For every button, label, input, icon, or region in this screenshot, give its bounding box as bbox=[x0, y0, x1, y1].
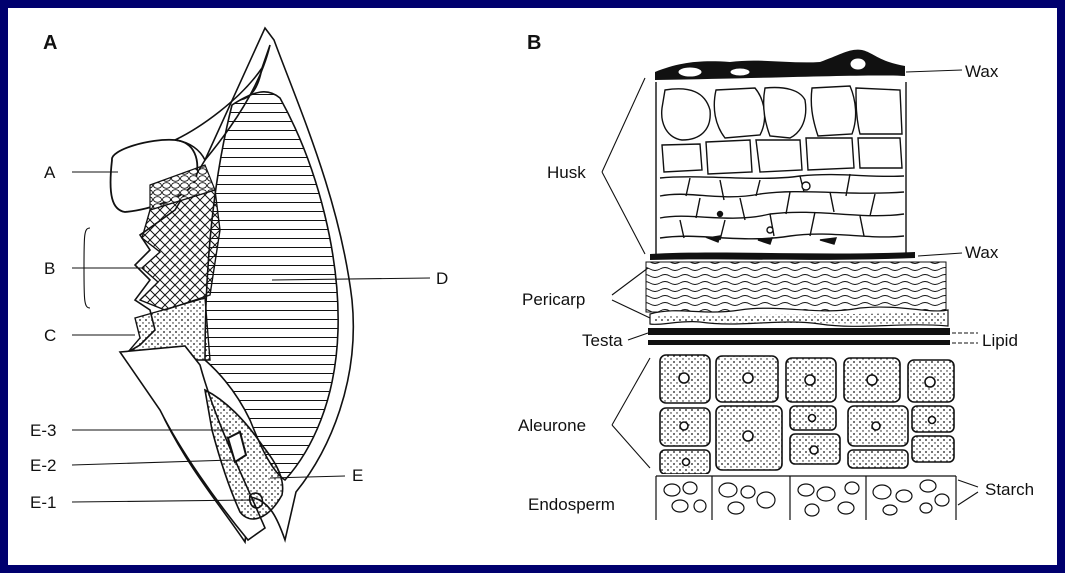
endosperm-layer bbox=[656, 474, 956, 522]
label-husk: Husk bbox=[547, 163, 586, 182]
label-aleurone: Aleurone bbox=[518, 416, 586, 435]
panel-a: A A B C D E E-3 bbox=[30, 28, 448, 542]
aleurone-layer bbox=[660, 355, 954, 474]
wax-globule bbox=[730, 68, 750, 76]
leader-testa bbox=[628, 333, 648, 340]
husk-layer bbox=[656, 82, 906, 257]
label-wax-mid: Wax bbox=[965, 243, 999, 262]
label-lipid: Lipid bbox=[982, 331, 1018, 350]
wax-globule bbox=[850, 58, 866, 70]
panel-b: B bbox=[518, 32, 1034, 522]
leader-aleurone bbox=[612, 358, 650, 468]
wax-mid-layer bbox=[650, 252, 915, 260]
leader-wax-top bbox=[906, 70, 962, 72]
label-b: B bbox=[44, 259, 55, 278]
testa-layer bbox=[648, 328, 950, 335]
panel-b-title: B bbox=[527, 32, 541, 54]
pericarp-layer bbox=[646, 262, 946, 312]
leader-pericarp bbox=[612, 268, 650, 318]
panel-a-title: A bbox=[43, 32, 57, 54]
leader-lipid bbox=[952, 333, 978, 343]
label-e3: E-3 bbox=[30, 421, 56, 440]
label-starch: Starch bbox=[985, 480, 1034, 499]
wax-globule bbox=[678, 67, 702, 77]
label-d: D bbox=[436, 269, 448, 288]
label-e: E bbox=[352, 466, 363, 485]
lipid-layer bbox=[648, 340, 950, 345]
label-c: C bbox=[44, 326, 56, 345]
label-endosperm: Endosperm bbox=[528, 495, 615, 514]
label-a: A bbox=[44, 163, 56, 182]
leader-husk bbox=[602, 78, 645, 254]
leader-starch bbox=[958, 480, 978, 505]
label-e2: E-2 bbox=[30, 456, 56, 475]
label-wax-top: Wax bbox=[965, 62, 999, 81]
label-e1: E-1 bbox=[30, 493, 56, 512]
leader-wax-mid bbox=[918, 253, 962, 256]
label-testa: Testa bbox=[582, 331, 623, 350]
label-pericarp: Pericarp bbox=[522, 290, 585, 309]
